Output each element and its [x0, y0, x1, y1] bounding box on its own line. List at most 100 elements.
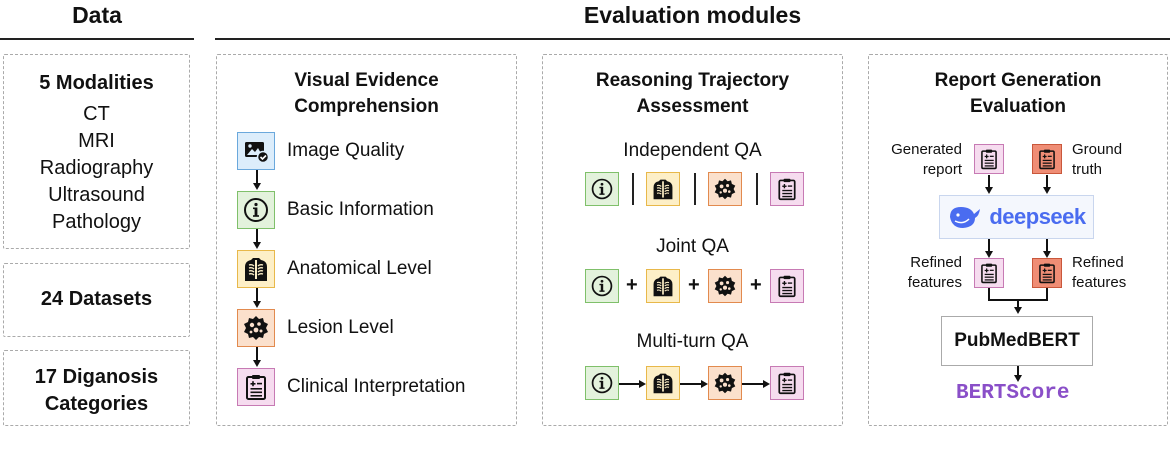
chest-xray-icon: [646, 366, 680, 400]
arrow: [763, 380, 770, 388]
lesion-icon: [708, 269, 742, 303]
separator: [694, 173, 696, 205]
visual-evidence-box: [216, 54, 517, 426]
categories-line2: Categories: [44, 393, 149, 415]
reasoning-box: [542, 54, 843, 426]
clipboard-icon: [237, 368, 275, 406]
connector: [256, 347, 258, 360]
basic-information-label: Basic Information: [287, 199, 434, 220]
multiturn-qa-label: Multi-turn QA: [636, 331, 749, 352]
report-box: [868, 54, 1168, 426]
arrow: [984, 187, 993, 194]
separator: [756, 173, 758, 205]
plus-sign: +: [750, 274, 762, 296]
modality-radiography: Radiography: [39, 157, 154, 179]
lesion-icon: [708, 172, 742, 206]
clipboard-icon: [770, 269, 804, 303]
categories-line1: 17 Diganosis: [34, 366, 159, 388]
generated-report-line2: report: [922, 161, 962, 178]
ground-truth-icon: [1032, 144, 1062, 174]
evaluation-header-rule: [215, 38, 1170, 40]
refined-left-line2: features: [907, 274, 962, 291]
connector: [1017, 299, 1019, 308]
clinical-interpretation-label: Clinical Interpretation: [287, 376, 466, 397]
arrow: [1013, 307, 1022, 314]
info-icon: [585, 366, 619, 400]
connector: [988, 288, 990, 300]
reasoning-title-line2: Assessment: [636, 96, 749, 117]
arrow: [1013, 375, 1022, 382]
connector: [256, 288, 258, 301]
modality-ultrasound: Ultrasound: [48, 184, 145, 206]
connector: [988, 175, 990, 188]
modalities-box: [3, 54, 190, 249]
arrow: [252, 183, 261, 190]
arrow: [252, 360, 261, 367]
generated-report-icon: [974, 144, 1004, 174]
arrow: [701, 380, 708, 388]
refined-right-line2: features: [1072, 274, 1127, 291]
arrow: [1042, 251, 1051, 258]
image-quality-icon: [237, 132, 275, 170]
connector: [742, 383, 763, 385]
connector: [988, 239, 990, 252]
evaluation-header: Evaluation modules: [583, 2, 802, 28]
arrow: [984, 251, 993, 258]
info-icon: [585, 269, 619, 303]
image-quality-label: Image Quality: [287, 140, 405, 161]
chest-xray-icon: [237, 250, 275, 288]
connector: [1046, 239, 1048, 252]
report-title-line2: Evaluation: [969, 96, 1067, 117]
separator: [632, 173, 634, 205]
ground-truth-line2: truth: [1072, 161, 1103, 178]
datasets-box: [3, 263, 190, 337]
categories-box: [3, 350, 190, 426]
lesion-icon: [708, 366, 742, 400]
modality-mri: MRI: [78, 130, 115, 152]
visual-title-line2: Comprehension: [294, 96, 439, 117]
reasoning-title-line1: Reasoning Trajectory: [595, 70, 790, 91]
chest-xray-icon: [646, 269, 680, 303]
modalities-title: 5 Modalities: [39, 72, 154, 94]
refined-ground-icon: [1032, 258, 1062, 288]
connector: [680, 383, 701, 385]
data-header-rule: [0, 38, 194, 40]
connector: [1017, 366, 1019, 376]
modality-pathology: Pathology: [52, 211, 141, 233]
plus-sign: +: [688, 274, 700, 296]
datasets-label: 24 Datasets: [40, 288, 153, 310]
connector: [256, 170, 258, 183]
bertscore-label: BERTScore: [956, 382, 1070, 405]
clipboard-icon: [770, 366, 804, 400]
report-title-line1: Report Generation: [934, 70, 1102, 91]
connector: [1046, 288, 1048, 300]
connector: [619, 383, 639, 385]
independent-qa-label: Independent QA: [623, 140, 762, 161]
ground-truth-line1: Ground: [1072, 141, 1123, 158]
deepseek-label: deepseek: [989, 204, 1086, 229]
data-header: Data: [72, 2, 122, 28]
lesion-level-label: Lesion Level: [287, 317, 394, 338]
deepseek-logo: deepseek: [939, 195, 1094, 239]
chest-xray-icon: [646, 172, 680, 206]
visual-title-line1: Visual Evidence: [294, 70, 439, 91]
refined-right-line1: Refined: [1072, 254, 1124, 271]
connector: [1046, 175, 1048, 188]
info-icon: [237, 191, 275, 229]
plus-sign: +: [626, 274, 638, 296]
arrow: [639, 380, 646, 388]
pubmedbert-box: PubMedBERT: [941, 316, 1093, 366]
refined-generated-icon: [974, 258, 1004, 288]
modality-ct: CT: [83, 103, 110, 125]
joint-qa-label: Joint QA: [656, 236, 729, 257]
whale-icon: [950, 207, 981, 228]
arrow: [252, 242, 261, 249]
arrow: [252, 301, 261, 308]
refined-left-line1: Refined: [910, 254, 962, 271]
connector: [256, 229, 258, 242]
clipboard-icon: [770, 172, 804, 206]
lesion-icon: [237, 309, 275, 347]
generated-report-line1: Generated: [891, 141, 962, 158]
arrow: [1042, 187, 1051, 194]
info-icon: [585, 172, 619, 206]
